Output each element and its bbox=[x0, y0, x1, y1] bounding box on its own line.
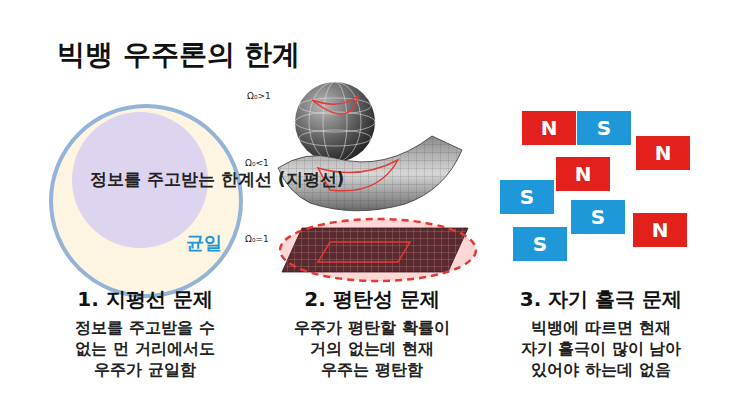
problem-text: 빅뱅에 따르면 현재 자기 홀극이 많이 남아 있어야 하는데 없음 bbox=[513, 318, 689, 380]
magnet-pole: S bbox=[513, 227, 567, 261]
pole-letter: N bbox=[652, 218, 669, 242]
magnet-pole: N bbox=[636, 136, 690, 170]
magnet-pole: N bbox=[633, 213, 687, 247]
pole-letter: S bbox=[591, 205, 605, 229]
problem-heading: 3. 자기 홀극 문제 bbox=[491, 286, 711, 313]
magnet-pole: S bbox=[500, 180, 554, 214]
pole-letter: N bbox=[655, 141, 672, 165]
magnet-pole: S bbox=[577, 111, 631, 145]
uniform-label: 균일 bbox=[186, 231, 222, 255]
horizon-circle: 정보를 주고받는 한계선 (지평선) bbox=[72, 112, 208, 248]
problem-heading: 2. 평탄성 문제 bbox=[262, 286, 482, 313]
pole-letter: S bbox=[597, 116, 611, 140]
magnet-pole: N bbox=[522, 111, 576, 145]
problem-text: 정보를 주고받을 수 없는 먼 거리에서도 우주가 균일함 bbox=[60, 318, 230, 380]
sphere bbox=[295, 82, 375, 162]
pole-letter: S bbox=[520, 185, 534, 209]
pole-letter: N bbox=[575, 162, 592, 186]
problem-heading: 1. 지평선 문제 bbox=[35, 286, 255, 313]
problem-text: 우주가 평탄할 확률이 거의 없는데 현재 우주는 평탄함 bbox=[286, 318, 458, 380]
omega-label: Ω₀<1 bbox=[245, 158, 285, 168]
omega-label: Ω₀>1 bbox=[247, 91, 287, 101]
pole-letter: N bbox=[541, 116, 558, 140]
magnet-pole: N bbox=[556, 157, 610, 191]
omega-label: Ω₀=1 bbox=[245, 234, 285, 244]
saddle-surface bbox=[278, 136, 462, 211]
horizon-text: 정보를 주고받는 한계선 (지평선) bbox=[90, 169, 190, 190]
flat-plane bbox=[280, 219, 476, 281]
magnet-pole: S bbox=[571, 200, 625, 234]
pole-letter: S bbox=[533, 232, 547, 256]
universe-circle: 정보를 주고받는 한계선 (지평선) 균일 bbox=[48, 103, 244, 299]
title: 빅뱅 우주론의 한계 bbox=[57, 36, 301, 74]
